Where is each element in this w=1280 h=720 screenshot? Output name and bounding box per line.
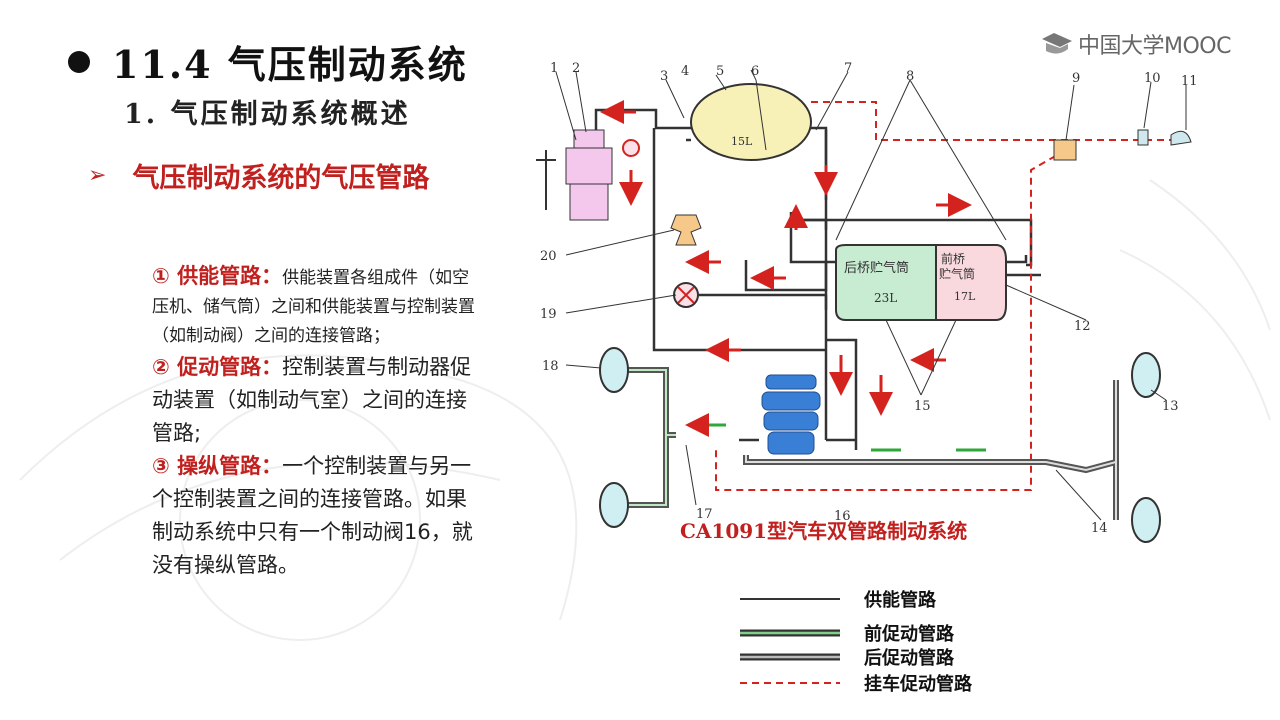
legend-item-supply: 供能管路 [740,586,936,612]
diagram-caption: CA1091型汽车双管路制动系统 [680,519,968,543]
brake-system-diagram: 15L 后桥贮气筒 23L 前桥 贮气筒 17L [536,61,1198,543]
brake-chambers [599,347,1161,543]
trailer-control-valve [1053,139,1077,161]
part-number: 13 [1162,399,1179,414]
pipe-legend: 供能管路 前促动管路 后促动管路 挂车促动管路 [740,580,1040,700]
section-heading: ➢ 气压制动系统的气压管路 [88,156,429,195]
rear-tank-volume: 23L [874,291,897,305]
explanation-item-3: ③ 操纵管路：一个控制装置与另一个控制装置之间的连接管路。如果制动系统中只有一个… [152,450,482,582]
part-number: 5 [716,64,724,79]
trailer-pipes [715,101,1176,491]
mooc-logo-icon [1042,33,1072,54]
item-2-label: ② 促动管路： [152,355,283,379]
part-number: 19 [540,307,557,322]
flow-arrows-red [600,100,972,416]
legend-label: 前促动管路 [864,624,954,645]
part-number: 20 [540,249,557,264]
part-number: 1 [550,61,558,76]
part-number: 3 [660,69,668,84]
legend-line-single [740,598,840,600]
legend-label: 挂车促动管路 [864,674,972,695]
part-number: 4 [681,64,689,79]
legend-line-double-green [740,629,840,637]
leader-lines [555,69,1187,521]
item-1-text: 供能装置各组成件（如空压机、储气筒）之间和供能装置与控制装置（如制动阀）之间的连… [152,268,475,346]
arrow-bullet-icon: ➢ [88,163,107,188]
title-row: 11.4 气压制动系统 [68,34,468,89]
page-title: 11.4 气压制动系统 [112,42,468,87]
air-compressor [536,129,613,221]
brake-valve [761,374,821,455]
legend-item-rear: 后促动管路 [740,644,954,670]
shutoff-valve [1137,129,1149,146]
legend-line-dashed-red [740,682,840,684]
front-actuation-pipes [626,367,676,508]
part-number: 10 [1144,71,1161,86]
connection-head [1170,130,1192,146]
mooc-logo: 中国大学MOOC [1040,28,1231,60]
flow-arrows-green [685,413,986,452]
part-number: 12 [1074,319,1091,334]
legend-label: 后促动管路 [864,648,954,669]
wet-tank: 15L [690,83,812,161]
front-axle-tank-label-1: 前桥 [941,251,965,266]
safety-valve [673,282,699,308]
part-number: 17 [696,507,713,522]
part-number: 14 [1091,521,1108,536]
part-number: 6 [751,64,759,79]
legend-line-double-gray [740,653,840,661]
part-number: 7 [844,61,852,76]
part-number: 2 [572,61,580,76]
part-number: 8 [906,69,914,84]
legend-item-trailer: 挂车促动管路 [740,670,972,696]
item-3-text: 一个控制装置与另一个控制装置之间的连接管路。如果制动系统中只有一个制动阀16，就… [152,454,473,577]
item-2-text: 控制装置与制动器促动装置（如制动气室）之间的连接管路; [152,355,472,445]
explanation-text: ① 供能管路：供能装置各组成件（如空压机、储气筒）之间和供能装置与控制装置（如制… [152,262,482,582]
legend-label: 供能管路 [864,590,936,611]
front-axle-tank-volume: 17L [954,290,976,303]
part-number: 16 [834,509,851,524]
logo-text: 中国大学MOOC [1078,34,1231,59]
page-subtitle: 1. 气压制动系统概述 [124,99,411,130]
title-bullet [68,50,90,73]
dual-air-tank: 后桥贮气筒 23L 前桥 贮气筒 17L [835,244,1007,321]
explanation-item-2: ② 促动管路：控制装置与制动器促动装置（如制动气室）之间的连接管路; [152,351,482,450]
front-axle-tank-label-2: 贮气筒 [939,266,975,281]
check-valve [670,214,702,246]
part-number: 11 [1181,74,1198,89]
part-number: 18 [542,359,559,374]
item-1-label: ① 供能管路： [152,264,283,288]
part-number: 9 [1072,71,1080,86]
pressure-regulator [622,139,640,157]
section-title: 气压制动系统的气压管路 [132,163,430,194]
rear-actuation-pipes-inner [745,380,1117,520]
front-actuation-pipes-inner [626,369,676,506]
part-number: 15 [914,399,931,414]
explanation-item-1: ① 供能管路：供能装置各组成件（如空压机、储气筒）之间和供能装置与控制装置（如制… [152,262,482,351]
item-3-label: ③ 操纵管路： [152,454,283,478]
rear-tank-label: 后桥贮气筒 [844,260,909,276]
wet-tank-volume: 15L [731,135,753,148]
part-numbers: 1 2 3 4 5 6 7 8 9 10 11 12 13 14 15 16 1… [540,61,1198,536]
legend-item-front: 前促动管路 [740,620,954,646]
